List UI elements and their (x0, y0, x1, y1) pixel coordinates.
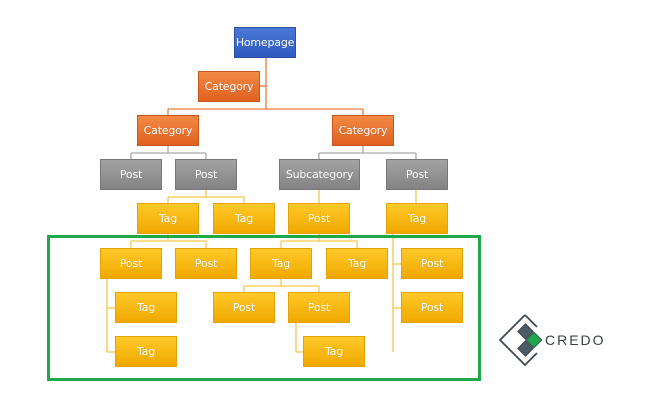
node-post-r1[interactable]: Post (386, 159, 448, 190)
node-post-sub[interactable]: Post (288, 203, 350, 234)
node-label: Post (194, 168, 218, 181)
node-label: Tag (158, 212, 178, 225)
node-post-y2[interactable]: Post (288, 292, 350, 323)
node-tag-b[interactable]: Tag (213, 203, 275, 234)
node-label: Post (420, 301, 444, 314)
node-label: Post (194, 257, 218, 270)
node-label: Post (119, 168, 143, 181)
node-post-x1[interactable]: Post (100, 248, 162, 279)
node-label: Tag (136, 345, 156, 358)
node-category-top[interactable]: Category (198, 71, 260, 102)
node-label: Post (405, 168, 429, 181)
node-label: Post (119, 257, 143, 270)
node-homepage[interactable]: Homepage (234, 27, 296, 58)
node-tag-y1[interactable]: Tag (115, 292, 177, 323)
node-post-x3[interactable]: Post (401, 248, 463, 279)
credo-logo-icon (498, 314, 543, 367)
node-label: Category (204, 80, 254, 93)
node-category-right[interactable]: Category (332, 115, 394, 146)
node-post-x4[interactable]: Post (401, 292, 463, 323)
node-post-l2[interactable]: Post (175, 159, 237, 190)
node-label: Tag (324, 345, 344, 358)
node-post-x2[interactable]: Post (175, 248, 237, 279)
node-post-l1[interactable]: Post (100, 159, 162, 190)
node-tag-z1[interactable]: Tag (303, 336, 365, 367)
node-tag-x2[interactable]: Tag (326, 248, 388, 279)
node-post-y1[interactable]: Post (213, 292, 275, 323)
node-label: Post (307, 212, 331, 225)
node-tag-c[interactable]: Tag (386, 203, 448, 234)
node-label: Tag (271, 257, 291, 270)
node-label: Homepage (235, 36, 295, 49)
node-label: Tag (347, 257, 367, 270)
node-tag-x1[interactable]: Tag (250, 248, 312, 279)
node-tag-y2[interactable]: Tag (115, 336, 177, 367)
node-label: Post (420, 257, 444, 270)
node-label: Tag (407, 212, 427, 225)
highlight-frame (47, 235, 481, 381)
node-label: Post (232, 301, 256, 314)
brand-name: CREDO (545, 332, 606, 348)
node-label: Category (143, 124, 193, 137)
node-label: Post (307, 301, 331, 314)
node-label: Subcategory (285, 168, 354, 181)
node-label: Tag (234, 212, 254, 225)
node-label: Tag (136, 301, 156, 314)
node-category-left[interactable]: Category (137, 115, 199, 146)
node-subcategory[interactable]: Subcategory (279, 159, 360, 190)
node-label: Category (338, 124, 388, 137)
node-tag-a[interactable]: Tag (137, 203, 199, 234)
